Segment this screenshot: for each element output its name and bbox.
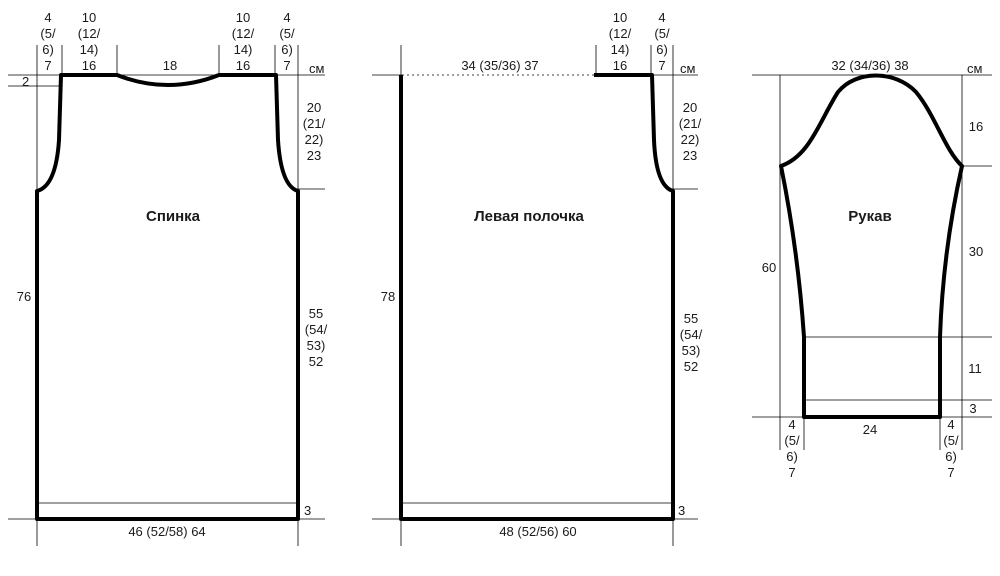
back-piece: Спинка 4 (5/ 6) 7 10 (12/ 14) 16 18 10 (… [8,10,328,546]
svg-text:6): 6) [656,42,668,57]
front-neck-side-label: 10 (12/ 14) 16 [609,10,632,73]
sleeve-cuff-width-label: 24 [863,422,877,437]
svg-text:(5/: (5/ [654,26,670,41]
svg-text:6): 6) [786,449,798,464]
svg-text:23: 23 [683,148,697,163]
back-units-label: см [309,61,325,76]
svg-text:14): 14) [234,42,253,57]
svg-text:(54/: (54/ [305,322,328,337]
back-neck-side-right-label: 10 (12/ 14) 16 [232,10,255,73]
sleeve-cap-height-label: 16 [969,119,983,134]
svg-text:10: 10 [236,10,250,25]
svg-text:20: 20 [683,100,697,115]
sleeve-total-length-label: 60 [762,260,776,275]
svg-text:6): 6) [42,42,54,57]
svg-text:(5/: (5/ [40,26,56,41]
svg-text:(5/: (5/ [784,433,800,448]
svg-text:14): 14) [611,42,630,57]
svg-text:4: 4 [44,10,51,25]
front-units-label: см [680,61,696,76]
left-front-piece: Левая полочка 34 (35/36) 37 10 (12/ 14) … [372,10,703,546]
svg-text:(21/: (21/ [303,116,326,131]
svg-text:(12/: (12/ [232,26,255,41]
svg-text:4: 4 [283,10,290,25]
back-shoulder-slope-label: 2 [22,74,29,89]
back-total-length-label: 76 [17,289,31,304]
svg-text:7: 7 [283,58,290,73]
svg-text:23: 23 [307,148,321,163]
svg-text:7: 7 [44,58,51,73]
svg-text:7: 7 [658,58,665,73]
front-armhole-height-label: 20 (21/ 22) 23 [679,100,702,163]
sleeve-outline [779,73,964,419]
sleeve-units-label: см [967,61,983,76]
sleeve-upper-length-label: 30 [969,244,983,259]
sleeve-lower-length-label: 11 [968,361,982,376]
svg-text:7: 7 [788,465,795,480]
svg-text:(12/: (12/ [609,26,632,41]
sleeve-cuff-label: 3 [969,401,976,416]
svg-text:(5/: (5/ [279,26,295,41]
svg-text:10: 10 [82,10,96,25]
sleeve-cap-width-label: 32 (34/36) 38 [831,58,908,73]
svg-text:(5/: (5/ [943,433,959,448]
svg-text:22): 22) [305,132,324,147]
sleeve-piece: Рукав 32 (34/36) 38 см 16 60 30 11 3 24 … [752,58,992,480]
svg-text:10: 10 [613,10,627,25]
back-shoulder-right-label: 4 (5/ 6) 7 [279,10,295,73]
back-side-length-label: 55 (54/ 53) 52 [305,306,328,369]
svg-text:16: 16 [236,58,250,73]
svg-text:7: 7 [947,465,954,480]
front-total-length-label: 78 [381,289,395,304]
svg-text:16: 16 [613,58,627,73]
svg-text:(12/: (12/ [78,26,101,41]
svg-text:14): 14) [80,42,99,57]
svg-text:20: 20 [307,100,321,115]
svg-text:55: 55 [684,311,698,326]
svg-text:16: 16 [82,58,96,73]
svg-text:22): 22) [681,132,700,147]
svg-text:6): 6) [945,449,957,464]
sleeve-edge-right-label: 4 (5/ 6) 7 [943,417,959,480]
svg-text:53): 53) [307,338,326,353]
svg-text:6): 6) [281,42,293,57]
sleeve-edge-left-label: 4 (5/ 6) 7 [784,417,800,480]
front-hem-label: 3 [678,503,685,518]
back-neck-width-label: 18 [163,58,177,73]
back-neck-side-left-label: 10 (12/ 14) 16 [78,10,101,73]
front-title: Левая полочка [474,208,584,225]
front-top-width-label: 34 (35/36) 37 [461,58,538,73]
svg-text:4: 4 [947,417,954,432]
svg-text:55: 55 [309,306,323,321]
svg-text:(54/: (54/ [680,327,703,342]
back-shoulder-left-label: 4 (5/ 6) 7 [40,10,56,73]
svg-text:4: 4 [788,417,795,432]
back-hem-label: 3 [304,503,311,518]
svg-text:53): 53) [682,343,701,358]
back-armhole-height-label: 20 (21/ 22) 23 [303,100,326,163]
back-outline [35,73,300,521]
front-width-label: 48 (52/56) 60 [499,524,576,539]
back-width-label: 46 (52/58) 64 [128,524,205,539]
svg-text:4: 4 [658,10,665,25]
front-outline [399,73,675,521]
svg-text:52: 52 [684,359,698,374]
sleeve-title: Рукав [848,208,891,225]
svg-text:52: 52 [309,354,323,369]
front-side-length-label: 55 (54/ 53) 52 [680,311,703,374]
back-title: Спинка [146,208,201,225]
svg-text:(21/: (21/ [679,116,702,131]
front-shoulder-label: 4 (5/ 6) 7 [654,10,670,73]
